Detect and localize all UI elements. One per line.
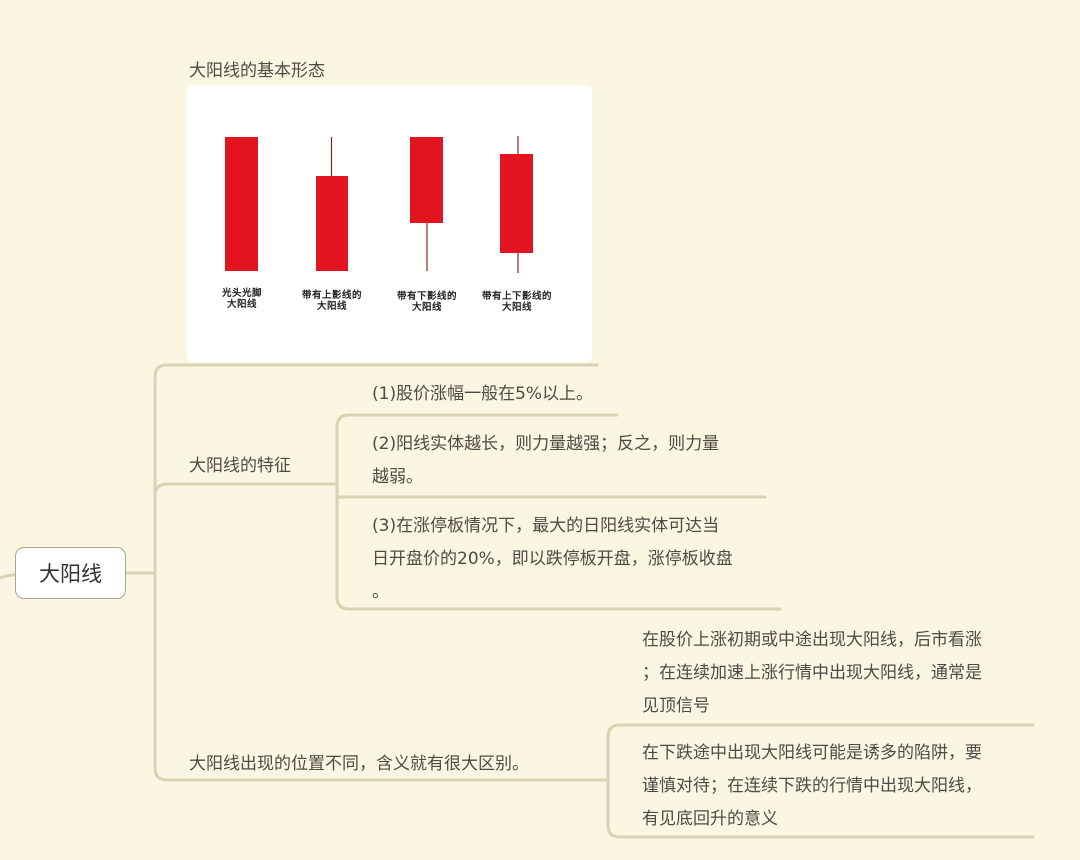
candle-2-label: 带有上影线的 大阳线 [301, 290, 363, 312]
candlestick-chart [225, 136, 533, 273]
root-label: 大阳线 [39, 562, 102, 586]
position-branch-label[interactable]: 大阳线出现的位置不同，含义就有很大区别。 [189, 754, 529, 774]
position-item-2[interactable]: 在下跌途中出现大阳线可能是诱多的陷阱，要 谨慎对待；在连续下跌的行情中出现大阳线… [642, 743, 982, 829]
candle-1-label: 光头光脚 大阳线 [221, 288, 263, 310]
candle-1-body [225, 137, 258, 271]
candlestick-image-card: 光头光脚 大阳线 带有上影线的 大阳线 带有下影线的 大阳线 带有上下影线的 大… [187, 85, 592, 362]
features-branch-connector [153, 482, 339, 498]
feature-item-2[interactable]: (2)阳线实体越长，则力量越强；反之，则力量 越弱。 [372, 434, 720, 487]
feature-item-3[interactable]: (3)在涨停板情况下，最大的日阳线实体可达当 日开盘价的20%，即以跌停板开盘，… [372, 516, 733, 602]
position-bracket-connector [606, 723, 1035, 839]
image-branch-title[interactable]: 大阳线的基本形态 [189, 61, 325, 81]
feature-item-1[interactable]: (1)股价涨幅一般在5%以上。 [372, 384, 594, 404]
position-item-1[interactable]: 在股价上涨初期或中途出现大阳线，后市看涨 ；在连续加速上涨行情中出现大阳线，通常… [642, 630, 982, 716]
candle-2-body [316, 176, 348, 271]
candle-4-label: 带有上下影线的 大阳线 [481, 291, 553, 313]
root-incoming-connector [0, 573, 17, 580]
main-trunk-connector [153, 363, 610, 782]
candle-4-body [500, 154, 533, 253]
candle-3-label: 带有下影线的 大阳线 [396, 291, 458, 313]
features-bracket-connector [335, 413, 782, 611]
candle-3-body [410, 137, 443, 223]
root-node[interactable]: 大阳线 [15, 547, 126, 599]
features-branch-label[interactable]: 大阳线的特征 [189, 456, 291, 476]
